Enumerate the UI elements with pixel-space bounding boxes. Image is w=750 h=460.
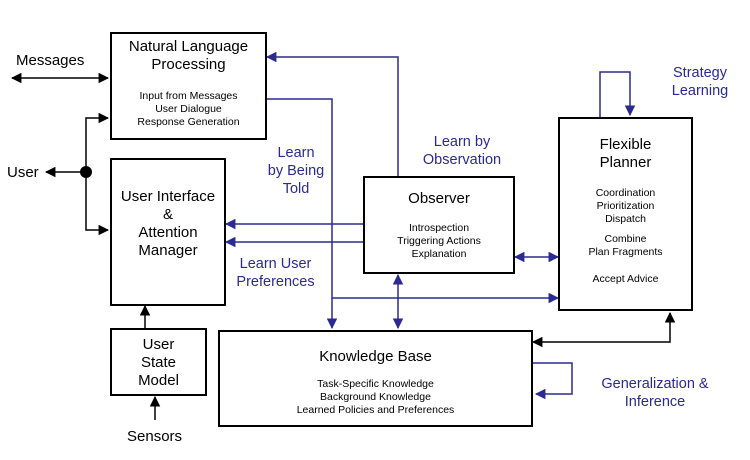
user-to-uiam-arrow — [85, 172, 110, 236]
generalization-inference-label: Generalization & Inference — [601, 376, 709, 410]
usm-title: User State Model — [138, 336, 179, 389]
user-to-nlp-arrow — [85, 112, 110, 172]
strategy-learning-label: Strategy Learning — [671, 65, 729, 99]
planner-items: Coordination Prioritization Dispatch Com… — [588, 187, 663, 285]
planner-to-kb-arrow — [531, 311, 676, 348]
kb-title: Knowledge Base — [319, 348, 432, 365]
planner-strategy-loop — [599, 71, 636, 118]
planner-box: Flexible Planner Coordination Prioritiza… — [558, 117, 693, 311]
uiam-title: User Interface & Attention Manager — [120, 188, 216, 259]
knowledge-base-box: Knowledge Base Task-Specific Knowledge B… — [218, 330, 533, 427]
kb-items: Task-Specific Knowledge Background Knowl… — [296, 378, 455, 416]
uiam-box: User Interface & Attention Manager — [110, 158, 226, 306]
nlp-box: Natural Language Processing Input from M… — [110, 32, 267, 140]
nlp-title: Natural Language Processing — [128, 38, 249, 73]
sensors-label: Sensors — [127, 428, 183, 445]
nlp-items: Input from Messages User Dialogue Respon… — [137, 90, 240, 128]
learn-by-being-told-label: Learn by Being Told — [267, 145, 325, 197]
observer-box: Observer Introspection Triggering Action… — [363, 176, 515, 274]
learn-by-observation-label: Learn by Observation — [422, 134, 502, 168]
learn-user-preferences-label: Learn User Preferences — [236, 256, 315, 290]
nlp-to-kb-arrow — [267, 98, 338, 330]
kb-generalization-loop — [533, 362, 573, 400]
observer-items: Introspection Triggering Actions Explana… — [397, 222, 481, 260]
user-state-model-box: User State Model — [110, 328, 207, 396]
observer-title: Observer — [408, 190, 470, 207]
user-junction-dot — [80, 166, 92, 178]
messages-label: Messages — [16, 52, 85, 69]
observer-to-nlp-arrow — [265, 51, 399, 176]
planner-title: Flexible Planner — [599, 136, 652, 171]
user-label: User — [7, 164, 39, 181]
